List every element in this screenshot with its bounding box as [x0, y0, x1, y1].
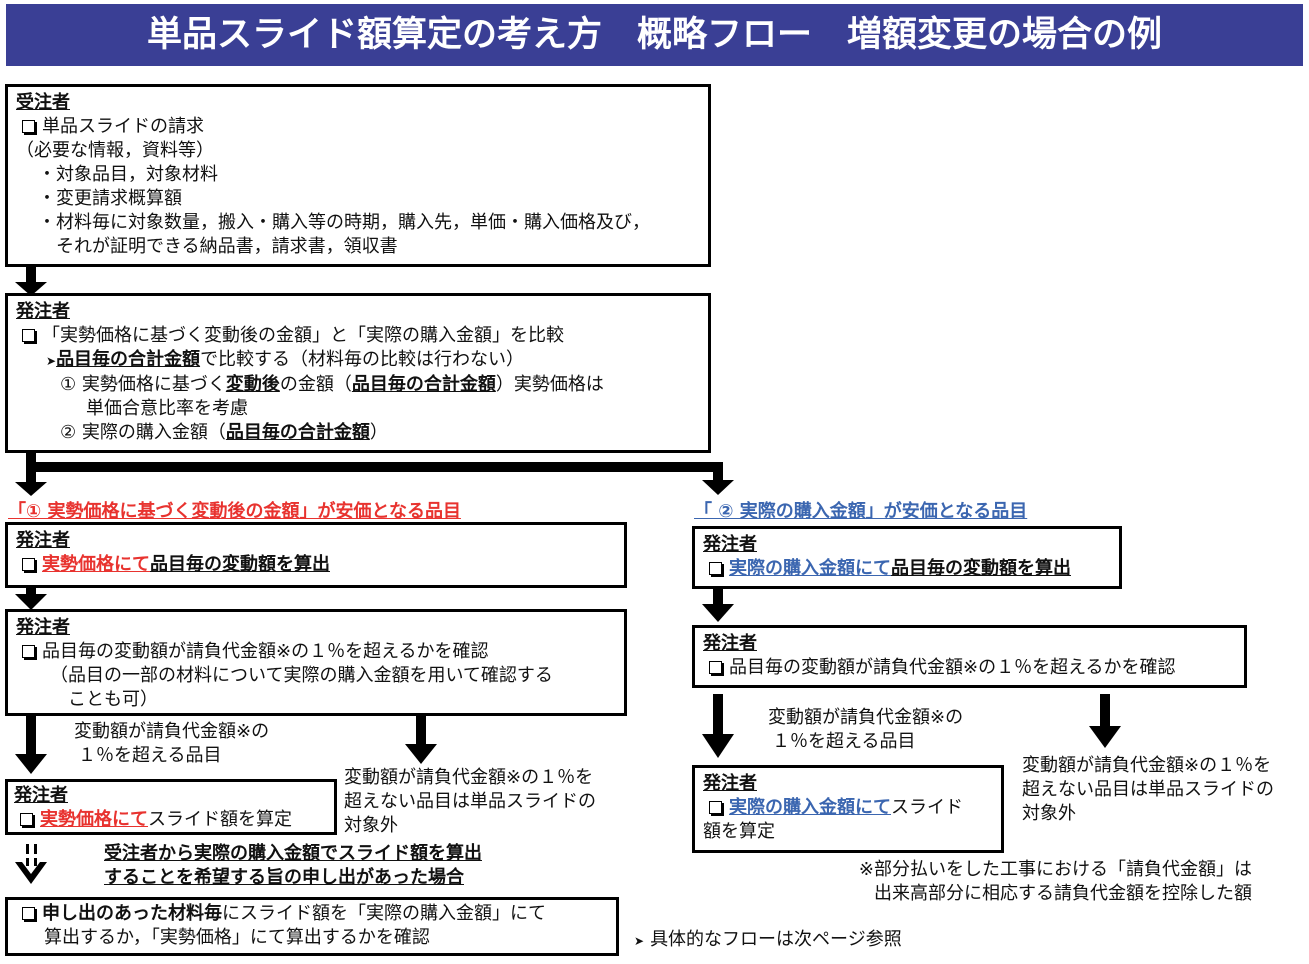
role-label: 発注者	[703, 534, 757, 555]
info-line: ・変更請求概算額	[38, 188, 182, 209]
checkbox-icon	[709, 562, 722, 575]
calc-text: 品目毎の変動額を算出	[891, 558, 1071, 579]
over-label: １％を超える品目	[78, 745, 222, 766]
blue-emphasis: 実際の購入金額にて	[729, 558, 891, 579]
item1-d: 品目毎の合計金額	[351, 374, 496, 395]
confirm-text: 算出するか，「実勢価格」にて算出するかを確認	[44, 927, 430, 948]
right-branch-title: 「 ② 実際の購入金額」が安価となる品目	[694, 501, 1028, 522]
item1-a: ① 実勢価格に基づく	[60, 374, 226, 395]
left-slide-box: 発注者 実勢価格にてスライド額を算定	[5, 779, 337, 835]
footnote: 出来高部分に相応する請負代金額を控除した額	[874, 883, 1252, 904]
check-note: ことも可）	[68, 689, 158, 710]
compare-text: 「実勢価格に基づく変動後の金額」と「実際の購入金額」を比較	[42, 325, 564, 346]
method-rest: で比較する（材料毎の比較は行わない）	[200, 349, 525, 370]
request-note: することを希望する旨の申し出があった場合	[104, 867, 464, 888]
confirm-bold: 申し出のあった材料毎	[42, 903, 222, 924]
request-note: 受注者から実際の購入金額でスライド額を算出	[104, 843, 482, 864]
arrowhead-bullet-icon: ➤	[46, 354, 57, 368]
item2-b: 品目毎の合計金額	[225, 422, 370, 443]
check-text: 品目毎の変動額が請負代金額※の１％を超えるかを確認	[42, 641, 489, 662]
checkbox-icon	[22, 329, 35, 342]
checkbox-icon	[22, 120, 35, 133]
red-emphasis: 実勢価格にて	[42, 554, 150, 575]
not-over-label: 変動額が請負代金額※の１％を	[344, 767, 594, 788]
slide-text: スライド額を算定	[148, 809, 292, 830]
right-calc-box: 発注者 実際の購入金額にて品目毎の変動額を算出	[692, 526, 1122, 589]
role-label: 発注者	[16, 617, 70, 638]
check-text: 品目毎の変動額が請負代金額※の１％を超えるかを確認	[729, 657, 1176, 678]
page-title: 単品スライド額算定の考え方 概略フロー 増額変更の場合の例	[6, 4, 1303, 66]
checkbox-icon	[709, 801, 722, 814]
info-line: ・対象品目，対象材料	[38, 164, 218, 185]
arrowhead-bullet-icon: ➤	[634, 934, 645, 948]
next-page-note: 具体的なフローは次ページ参照	[650, 929, 902, 950]
left-branch-title: 「① 実勢価格に基づく変動後の金額」が安価となる品目	[8, 501, 461, 522]
slide-text: 額を算定	[703, 821, 775, 842]
role-label: 発注者	[14, 785, 68, 806]
item2-c: ）	[369, 422, 388, 443]
item2-a: ② 実際の購入金額（	[60, 422, 226, 443]
slide-text: スライド	[891, 797, 963, 818]
over-label: 変動額が請負代金額※の	[768, 707, 964, 728]
info-line: ・材料毎に対象数量，搬入・購入等の時期，購入先，単価・購入価格及び，	[38, 212, 650, 233]
footnote: ※部分払いをした工事における「請負代金額」は	[858, 859, 1252, 880]
left-check-box: 発注者 品目毎の変動額が請負代金額※の１％を超えるかを確認 （品目の一部の材料に…	[5, 609, 627, 716]
right-check-box: 発注者 品目毎の変動額が請負代金額※の１％を超えるかを確認	[692, 625, 1247, 688]
left-confirm-box: 申し出のあった材料毎にスライド額を「実際の購入金額」にて 算出するか，「実勢価格…	[5, 897, 619, 956]
client-request-box: 受注者 単品スライドの請求 （必要な情報，資料等） ・対象品目，対象材料 ・変更…	[5, 84, 711, 267]
calc-text: 品目毎の変動額を算出	[150, 554, 330, 575]
item1-c: の金額（	[279, 374, 352, 395]
comparison-box: 発注者 「実勢価格に基づく変動後の金額」と「実際の購入金額」を比較 ➤品目毎の合…	[5, 293, 711, 453]
checkbox-icon	[22, 907, 35, 920]
role-label: 発注者	[703, 633, 757, 654]
info-line: それが証明できる納品書，請求書，領収書	[56, 236, 398, 257]
left-calc-box: 発注者 実勢価格にて品目毎の変動額を算出	[5, 522, 627, 588]
confirm-text: にスライド額を「実際の購入金額」にて	[222, 903, 546, 924]
blue-emphasis: 実際の購入金額にて	[729, 797, 891, 818]
not-over-label: 対象外	[344, 815, 398, 836]
role-label: 発注者	[16, 530, 70, 551]
item1-f: 単価合意比率を考慮	[86, 398, 248, 419]
role-label: 発注者	[703, 773, 757, 794]
item1-b: 変動後	[225, 374, 280, 395]
not-over-label: 超えない品目は単品スライドの	[344, 791, 596, 812]
red-emphasis: 実勢価格にて	[40, 809, 148, 830]
over-label: 変動額が請負代金額※の	[74, 721, 270, 742]
not-over-label: 対象外	[1022, 803, 1076, 824]
item1-e: ）実勢価格は	[495, 374, 604, 395]
right-slide-box: 発注者 実際の購入金額にてスライド 額を算定	[692, 765, 1004, 853]
checkbox-icon	[709, 661, 722, 674]
checkbox-icon	[20, 813, 33, 826]
role-label: 受注者	[16, 92, 70, 113]
not-over-label: 超えない品目は単品スライドの	[1022, 779, 1274, 800]
request-text: 単品スライドの請求	[42, 116, 204, 137]
checkbox-icon	[22, 645, 35, 658]
info-line: （必要な情報，資料等）	[16, 140, 214, 161]
check-note: （品目の一部の材料について実際の購入金額を用いて確認する	[50, 665, 553, 686]
role-label: 発注者	[16, 301, 70, 322]
method-bold: 品目毎の合計金額	[56, 349, 201, 370]
checkbox-icon	[22, 558, 35, 571]
not-over-label: 変動額が請負代金額※の１％を	[1022, 755, 1272, 776]
over-label: １％を超える品目	[772, 731, 916, 752]
